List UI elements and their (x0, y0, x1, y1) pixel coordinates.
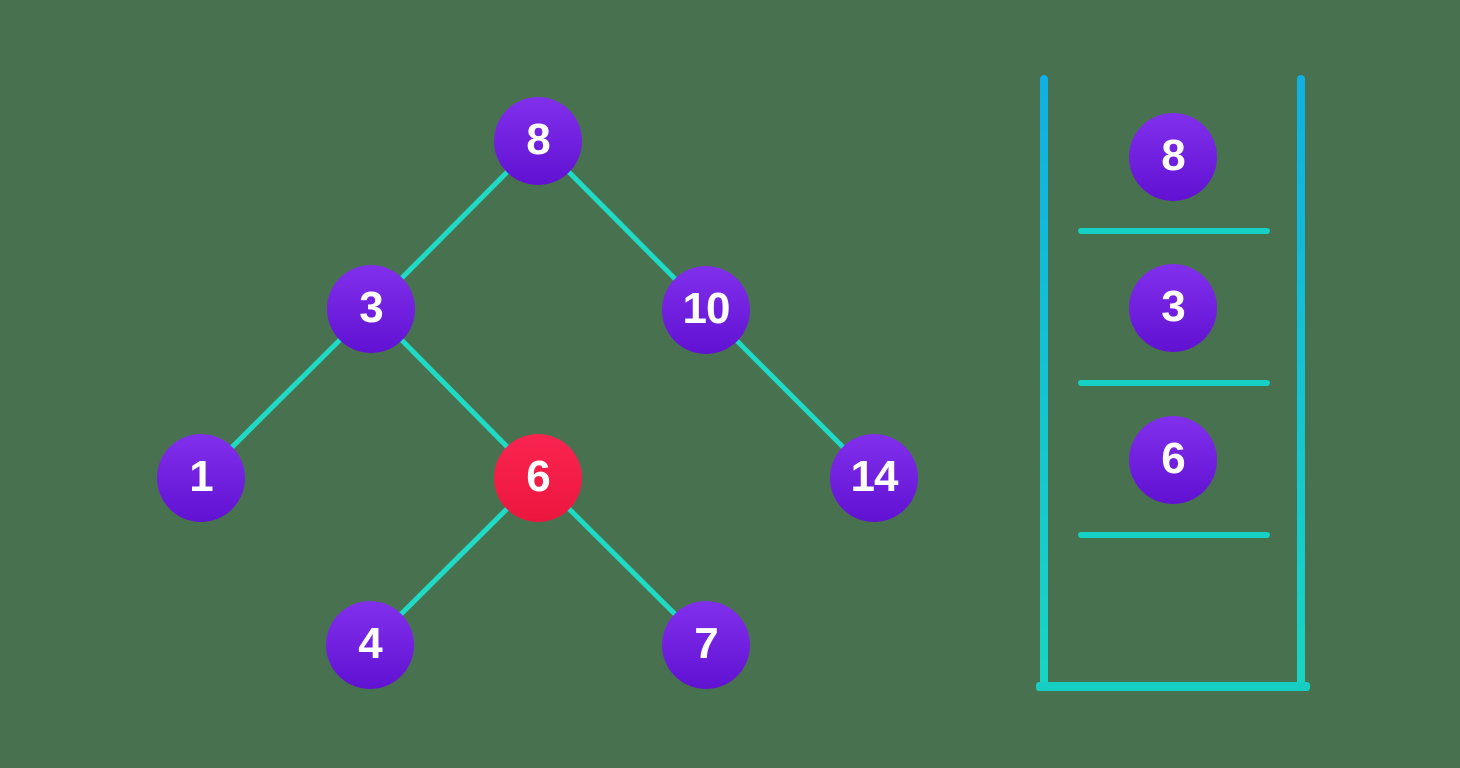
stack-wall-bottom (1036, 682, 1310, 691)
tree-node-6-highlighted: 6 (494, 434, 582, 522)
tree-node-8: 8 (494, 97, 582, 185)
tree-node-1: 1 (157, 434, 245, 522)
stack-item-6: 6 (1129, 416, 1217, 504)
tree-node-7: 7 (662, 601, 750, 689)
tree-node-14-value: 14 (850, 452, 899, 501)
stack-item-3: 3 (1129, 264, 1217, 352)
tree-node-10-value: 10 (682, 284, 731, 333)
tree-node-4-value: 4 (358, 619, 383, 668)
stack-wall-left (1040, 75, 1048, 689)
tree-node-7-value: 7 (694, 619, 719, 668)
stack-item-8-value: 8 (1161, 131, 1186, 180)
tree-node-3-value: 3 (359, 283, 384, 332)
stack-item-3-value: 3 (1161, 282, 1186, 331)
tree-node-10: 10 (662, 266, 750, 354)
tree-node-1-value: 1 (189, 452, 214, 501)
tree-node-8-value: 8 (526, 115, 551, 164)
stack-divider-1 (1078, 228, 1270, 234)
tree-node-6-value: 6 (526, 452, 551, 501)
stack-item-6-value: 6 (1161, 434, 1186, 483)
stack-divider-3 (1078, 532, 1270, 538)
stack-divider-2 (1078, 380, 1270, 386)
tree-node-3: 3 (327, 265, 415, 353)
stack-item-8: 8 (1129, 113, 1217, 201)
tree-node-14: 14 (830, 434, 918, 522)
stack-wall-right (1297, 75, 1305, 689)
tree-node-4: 4 (326, 601, 414, 689)
